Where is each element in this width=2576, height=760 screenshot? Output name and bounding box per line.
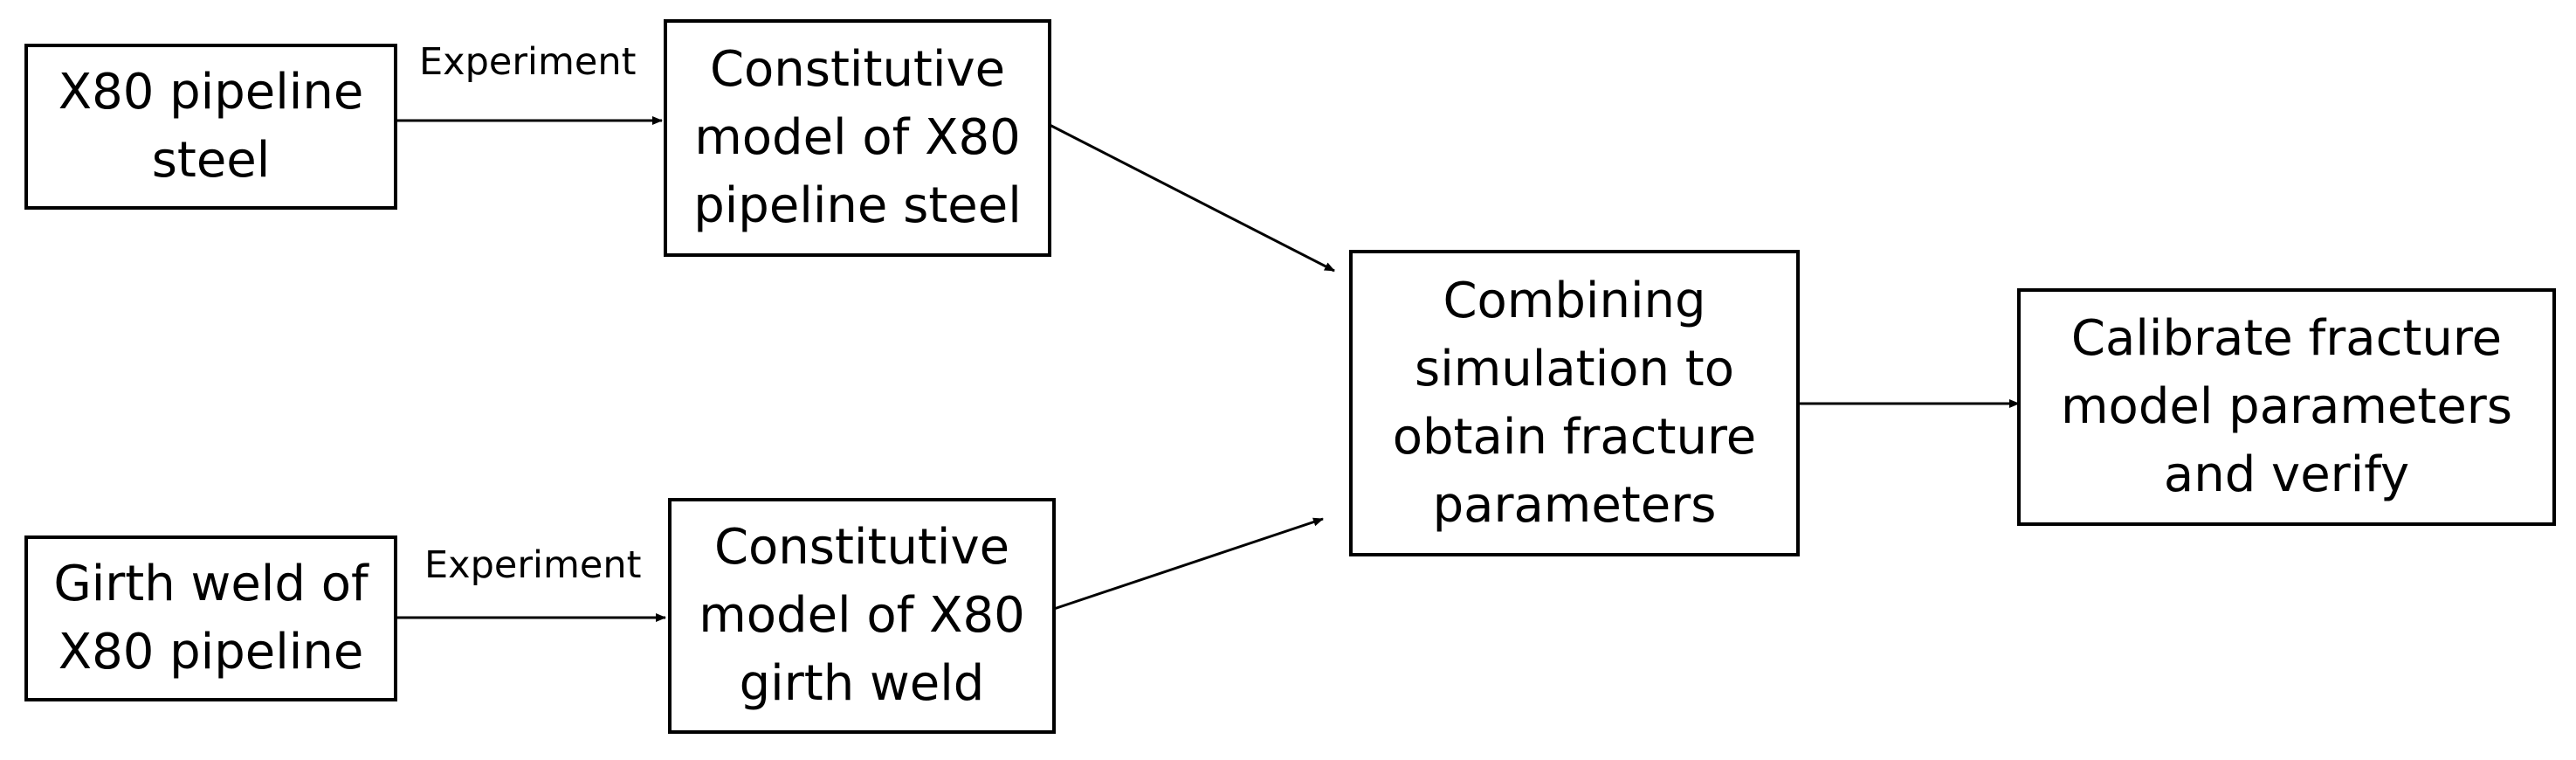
node-calibrate-verify: Calibrate fracture model parameters and …	[2017, 288, 2556, 526]
node-constitutive-weld: Constitutive model of X80 girth weld	[668, 498, 1056, 734]
node-girth-weld: Girth weld of X80 pipeline	[24, 535, 397, 701]
node-calibrate-verify-label: Calibrate fracture model parameters and …	[2061, 310, 2512, 503]
node-combining-simulation-label: Combining simulation to obtain fracture …	[1392, 272, 1757, 534]
node-constitutive-weld-label: Constitutive model of X80 girth weld	[699, 519, 1025, 712]
arrow-constitutive-steel-to-combining	[1049, 123, 1335, 273]
node-constitutive-steel-label: Constitutive model of X80 pipeline steel	[693, 41, 1022, 234]
node-x80-pipeline-steel: X80 pipeline steel	[24, 44, 397, 210]
edge-label-experiment-top: Experiment	[419, 40, 637, 84]
node-constitutive-steel: Constitutive model of X80 pipeline steel	[664, 19, 1051, 257]
node-x80-pipeline-steel-label: X80 pipeline steel	[58, 64, 364, 189]
arrow-constitutive-weld-to-combining	[1053, 517, 1324, 611]
node-girth-weld-label: Girth weld of X80 pipeline	[53, 556, 368, 681]
node-combining-simulation: Combining simulation to obtain fracture …	[1349, 250, 1800, 556]
edge-label-experiment-bottom: Experiment	[424, 543, 642, 587]
